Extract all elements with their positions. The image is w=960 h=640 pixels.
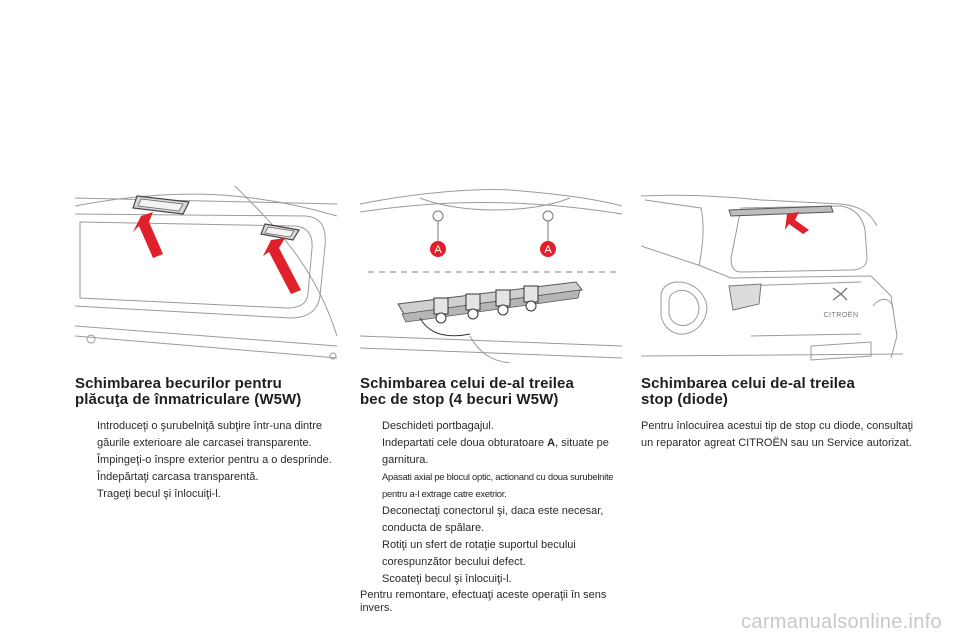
tail-light [728, 283, 762, 311]
brand-badge: CITROËN [824, 311, 859, 319]
list-item: Apasati axial pe blocul optic, actionand… [360, 469, 630, 503]
callout-a-left: A [430, 210, 446, 257]
watermark: carmanualsonline.info [741, 611, 942, 633]
list-item: Îndepărtaţi carcasa transparentă. [75, 469, 337, 486]
led-stop-light [728, 205, 834, 217]
illustration-plate-lamps [75, 186, 337, 363]
callout-label: A [434, 244, 442, 256]
arrow-icon [263, 238, 301, 294]
section-title: Schimbarea becurilor pentru plăcuţa de î… [75, 376, 337, 408]
step-text: Apasati axial pe blocul optic, actionand… [382, 472, 614, 500]
step-text: Scoateţi becul şi înlocuiţi-l. [382, 573, 512, 585]
svg-text:CITROËN: CITROËN [824, 311, 859, 319]
step-text: Deschideti portbagajul. [382, 420, 494, 432]
step-list: Deschideti portbagajul. Indepartati cele… [360, 418, 630, 588]
title-line: Schimbarea celui de-al treilea [360, 375, 574, 392]
ds-logo-icon [832, 287, 848, 301]
section-led-stop: Schimbarea celui de-al treilea stop (dio… [641, 376, 916, 452]
title-line: plăcuţa de înmatriculare (W5W) [75, 391, 302, 408]
section-plate-lamps: Schimbarea becurilor pentru plăcuţa de î… [75, 376, 337, 503]
arrow-icon [785, 212, 809, 234]
list-item: Împingeţi-o înspre exterior pentru a o d… [75, 452, 337, 469]
step-text: Îndepărtaţi carcasa transparentă. [97, 471, 259, 483]
reassembly-note: Pentru remontare, efectuaţi aceste opera… [360, 589, 607, 614]
section-paragraph: Pentru înlocuirea acestui tip de stop cu… [641, 420, 914, 449]
step-list: Introduceţi o şurubelniţă subţire într-u… [75, 418, 337, 503]
list-item: Deschideti portbagajul. [360, 418, 630, 435]
arrow-icon [133, 212, 163, 258]
step-text-tail: , situate pe garnitura. [382, 437, 609, 466]
section-title: Schimbarea celui de-al treilea stop (dio… [641, 376, 916, 408]
step-text: Introduceţi o şurubelniţă subţire într-u… [97, 420, 323, 449]
list-item: Introduceţi o şurubelniţă subţire într-u… [75, 418, 337, 452]
callout-label: A [544, 244, 552, 256]
step-text: Rotiţi un sfert de rotaţie suportul becu… [382, 539, 576, 568]
title-line: bec de stop (4 becuri W5W) [360, 391, 559, 408]
list-item: Trageţi becul şi înlocuiţi-l. [75, 486, 337, 503]
callout-a-right: A [540, 210, 556, 257]
plate-lamp-left [132, 195, 190, 215]
list-item: Deconectaţi conectorul şi, daca este nec… [360, 503, 630, 537]
section-third-brake-light: Schimbarea celui de-al treilea bec de st… [360, 376, 630, 615]
title-line: stop (diode) [641, 391, 729, 408]
step-bold-ref: A [547, 437, 556, 449]
step-text: Deconectaţi conectorul şi, daca este nec… [382, 505, 604, 534]
illustration-third-brake-light: A A [360, 186, 622, 363]
step-text: Trageţi becul şi înlocuiţi-l. [97, 488, 221, 500]
title-line: Schimbarea celui de-al treilea [641, 375, 855, 392]
section-title: Schimbarea celui de-al treilea bec de st… [360, 376, 630, 408]
step-text: Împingeţi-o înspre exterior pentru a o d… [97, 454, 332, 466]
brake-light-unit [397, 281, 583, 337]
list-item: Indepartati cele doua obturatoare A, sit… [360, 435, 630, 469]
plate-lamp-right [260, 223, 300, 241]
step-text: Indepartati cele doua obturatoare [382, 437, 545, 449]
illustration-led-stop-car: CITROËN [641, 186, 903, 363]
title-line: Schimbarea becurilor pentru [75, 375, 282, 392]
list-item: Rotiţi un sfert de rotaţie suportul becu… [360, 537, 630, 571]
list-item: Scoateţi becul şi înlocuiţi-l. [360, 571, 630, 588]
